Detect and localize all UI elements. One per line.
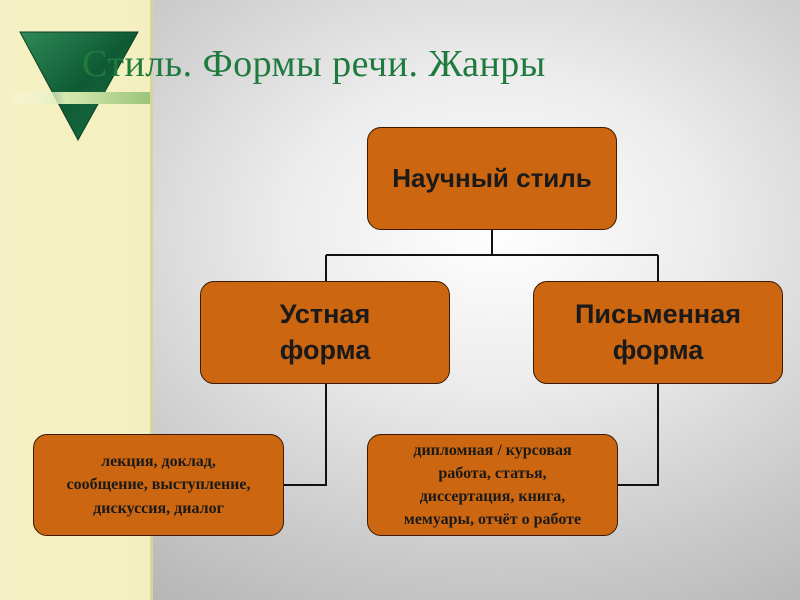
oral-form-node: Устная форма (200, 281, 450, 384)
oral-genres-line1: лекция, доклад, (101, 453, 216, 471)
scientific-style-label: Научный стиль (392, 163, 592, 193)
oral-genres-line3: дискуссия, диалог (93, 499, 224, 517)
oral-form-label-line1: Устная (279, 299, 371, 330)
written-genres-line3: диссертация, книга, (419, 488, 566, 505)
oral-genres-node: лекция, доклад, сообщение, выступление, … (33, 434, 284, 536)
written-form-label-line1: Письменная (575, 299, 741, 330)
written-genres-line1: дипломная / курсовая (413, 441, 572, 459)
left-genre-connector (284, 384, 327, 486)
right-genre-connector (618, 384, 659, 486)
written-form-node: Письменная форма (533, 281, 783, 384)
green-triangle-logo (10, 31, 150, 142)
page-title: Стиль. Формы речи. Жанры (82, 43, 546, 85)
written-genres-line2: работа, статья, (438, 464, 547, 482)
written-genres-node: дипломная / курсовая работа, статья, дис… (367, 434, 618, 536)
oral-form-label-line2: форма (279, 334, 371, 365)
scientific-style-node: Научный стиль (367, 127, 617, 230)
written-form-label-line2: форма (612, 334, 704, 365)
written-genres-line4: мемуары, отчёт о работе (403, 511, 582, 529)
oral-genres-line2: сообщение, выступление, (66, 476, 251, 494)
